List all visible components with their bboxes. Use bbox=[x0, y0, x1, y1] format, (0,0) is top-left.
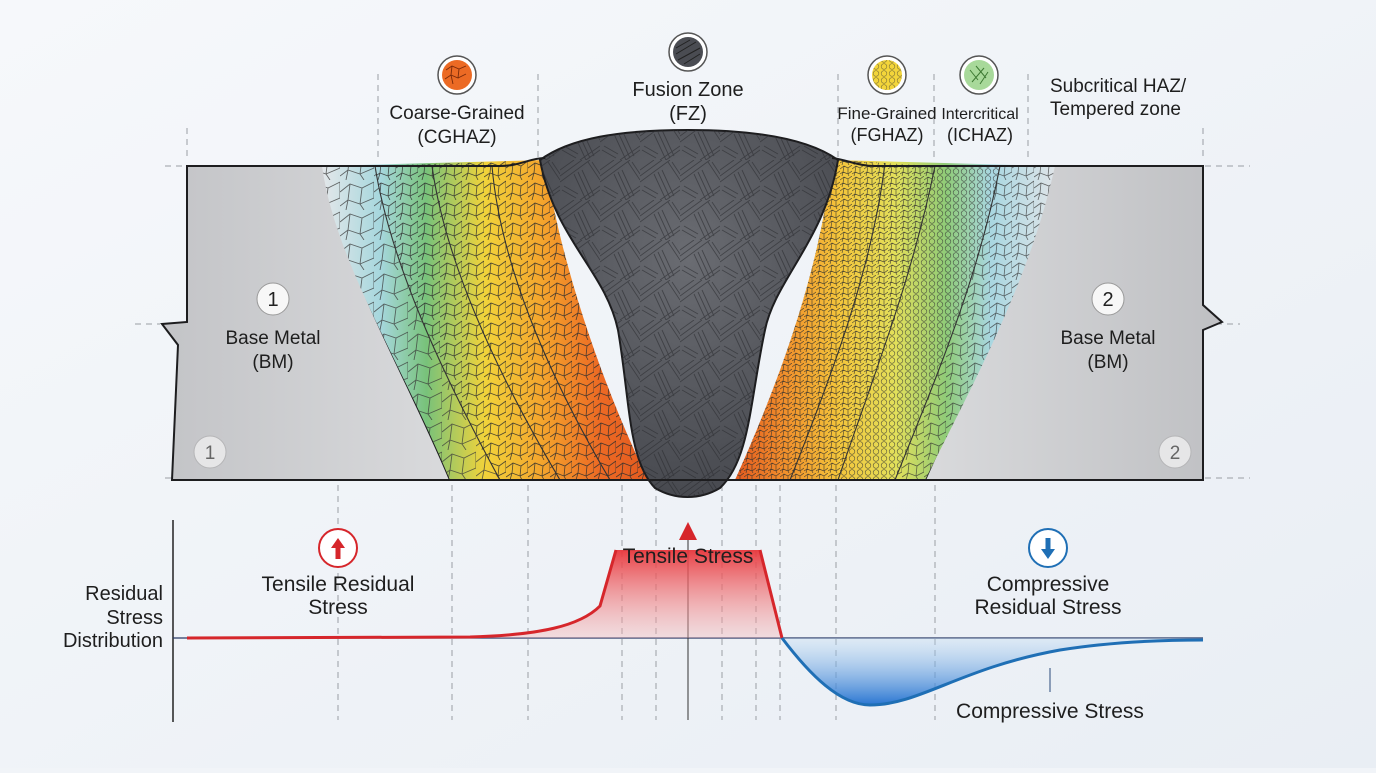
haz-right-subcritical-cells bbox=[895, 166, 1055, 480]
haz-right-bands bbox=[789, 162, 1001, 481]
zone-guide-lines bbox=[135, 74, 1250, 720]
haz-right-ichaz-cells bbox=[838, 166, 1000, 480]
base-metal-right-badge: 2 bbox=[1091, 282, 1125, 316]
subcritical-abbr: Tempered zone bbox=[1050, 99, 1181, 120]
cghaz-name: Coarse-Grained bbox=[389, 103, 524, 124]
stress-axis-label-line3: Distribution bbox=[63, 630, 163, 652]
compressive-residual-label-line1: Compressive bbox=[987, 573, 1110, 596]
fusion-zone-icon bbox=[668, 32, 708, 72]
fghaz-name: Fine-Grained bbox=[837, 104, 936, 123]
stress-axis-label-line2: Stress bbox=[106, 607, 163, 629]
haz-left-bands bbox=[374, 165, 611, 481]
base-metal-right-corner-number: 2 bbox=[1170, 443, 1181, 464]
cghaz-icon bbox=[437, 55, 477, 95]
haz-left-subcritical-cells bbox=[322, 166, 500, 480]
ichaz-icon bbox=[959, 55, 999, 95]
compressive-stress-curve bbox=[780, 637, 1204, 707]
haz-left-cghaz-cells bbox=[375, 160, 648, 480]
haz-right-fghaz-cells bbox=[735, 160, 935, 480]
compressive-residual-label-line2: Residual Stress bbox=[974, 596, 1121, 619]
tensile-stress-area bbox=[470, 550, 782, 638]
tensile-residual-label-line2: Stress bbox=[308, 596, 368, 619]
base-metal-left-abbr: (BM) bbox=[252, 352, 293, 373]
stress-graph: Residual Stress Distribution Tensile Res… bbox=[63, 520, 1204, 723]
compressive-peak-label: Compressive Stress bbox=[956, 700, 1144, 723]
tensile-residual-label-line1: Tensile Residual bbox=[262, 573, 415, 596]
fghaz-icon bbox=[867, 55, 907, 95]
tensile-stress-curve bbox=[186, 549, 784, 640]
cghaz-abbr: (CGHAZ) bbox=[417, 127, 496, 148]
ichaz-name: Intercritical bbox=[941, 106, 1018, 123]
base-metal-right-name: Base Metal bbox=[1060, 328, 1155, 349]
plate-top-edge bbox=[187, 157, 1203, 167]
stress-axis-label-line1: Residual bbox=[85, 583, 163, 605]
subcritical-name: Subcritical HAZ/ bbox=[1050, 76, 1187, 97]
tensile-peak-arrow bbox=[679, 522, 697, 540]
compressive-arrow-icon bbox=[1028, 528, 1068, 568]
tensile-peak-label: Tensile Stress bbox=[623, 545, 754, 568]
base-metal-right-abbr: (BM) bbox=[1087, 352, 1128, 373]
base-metal-right-number: 2 bbox=[1102, 289, 1113, 311]
fghaz-abbr: (FGHAZ) bbox=[851, 125, 924, 145]
base-metal-left-number: 1 bbox=[267, 289, 278, 311]
base-metal-left-corner-badge: 1 bbox=[193, 435, 227, 469]
fusion-zone-name: Fusion Zone bbox=[632, 79, 743, 101]
compressive-stress-area bbox=[782, 638, 1203, 705]
base-metal-left-badge: 1 bbox=[256, 282, 290, 316]
base-metal-right-corner-badge: 2 bbox=[1158, 435, 1192, 469]
fusion-zone-texture bbox=[540, 130, 838, 497]
ichaz-abbr: (ICHAZ) bbox=[947, 125, 1013, 145]
base-metal-left-name: Base Metal bbox=[225, 328, 320, 349]
tensile-arrow-icon bbox=[318, 528, 358, 568]
base-metal-left-corner-number: 1 bbox=[205, 443, 216, 464]
fusion-zone-abbr: (FZ) bbox=[669, 103, 707, 125]
